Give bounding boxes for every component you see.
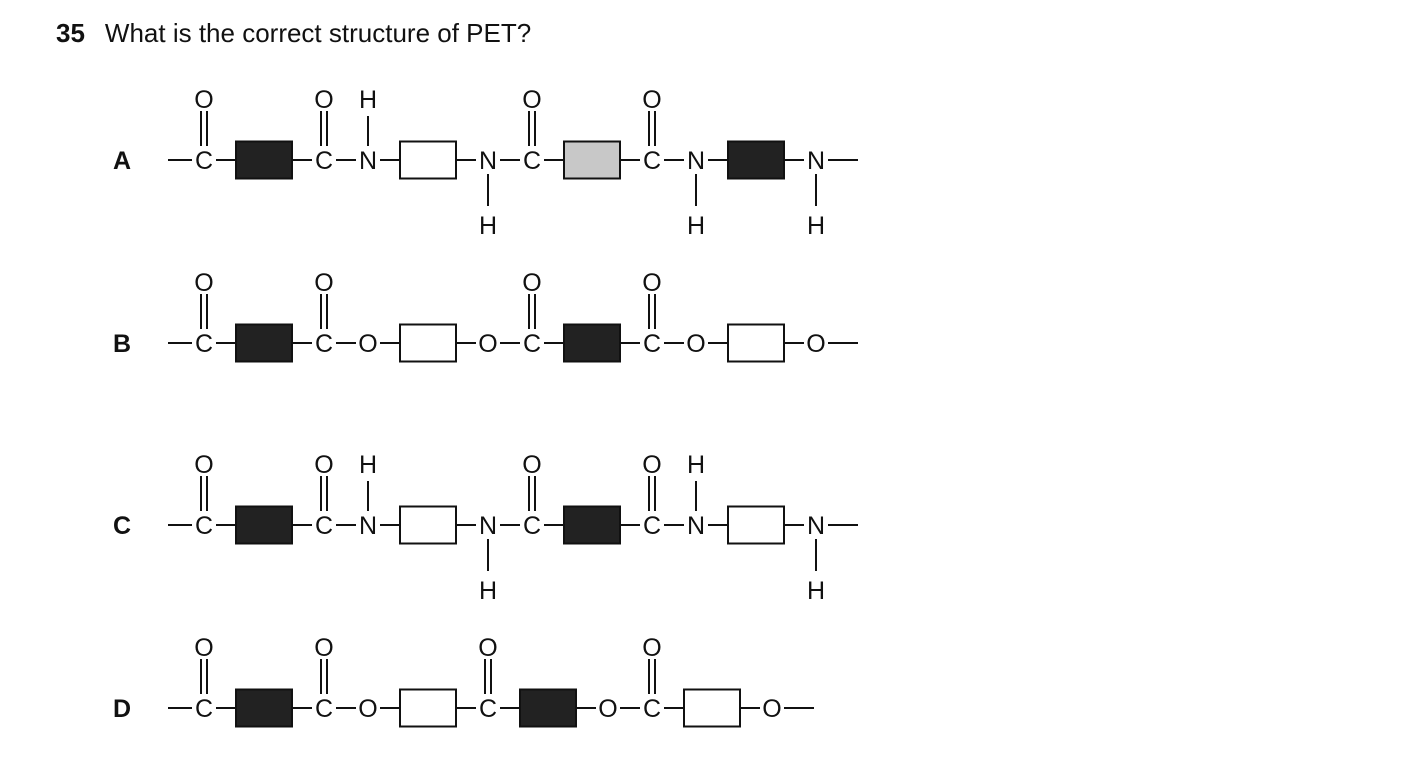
atom-o: O bbox=[686, 330, 705, 358]
atom-c: C bbox=[195, 512, 213, 540]
atom-c: C bbox=[315, 330, 333, 358]
open-block bbox=[399, 140, 457, 180]
atom-o-above: O bbox=[642, 86, 661, 114]
atom-c: C bbox=[523, 330, 541, 358]
filled-block bbox=[235, 688, 293, 728]
atom-c: C bbox=[643, 695, 661, 723]
question-number: 35 bbox=[56, 18, 85, 48]
atom-h-above: H bbox=[687, 451, 705, 479]
atom-o-above: O bbox=[194, 86, 213, 114]
filled-block bbox=[727, 140, 785, 180]
filled-block bbox=[235, 505, 293, 545]
question-text: What is the correct structure of PET? bbox=[104, 18, 532, 48]
option-c: C C O C O N H N H C O C O N H N H bbox=[113, 451, 858, 605]
atom-n: N bbox=[807, 512, 825, 540]
filled-block bbox=[563, 505, 621, 545]
open-block bbox=[399, 323, 457, 363]
atom-n: N bbox=[479, 512, 497, 540]
grey-block bbox=[563, 140, 621, 180]
atom-c: C bbox=[479, 695, 497, 723]
atom-o-above: O bbox=[522, 451, 541, 479]
open-block bbox=[399, 505, 457, 545]
atom-o: O bbox=[358, 330, 377, 358]
atom-o-above: O bbox=[478, 634, 497, 662]
atom-n: N bbox=[359, 147, 377, 175]
filled-block bbox=[519, 688, 577, 728]
filled-block bbox=[235, 323, 293, 363]
atom-o-above: O bbox=[314, 451, 333, 479]
atom-h-above: H bbox=[359, 451, 377, 479]
atom-c: C bbox=[195, 330, 213, 358]
atom-o-above: O bbox=[194, 269, 213, 297]
atom-c: C bbox=[195, 147, 213, 175]
atom-c: C bbox=[315, 147, 333, 175]
atom-n: N bbox=[479, 147, 497, 175]
atom-o-above: O bbox=[194, 634, 213, 662]
atom-o-above: O bbox=[642, 451, 661, 479]
atom-h-above: H bbox=[359, 86, 377, 114]
atom-c: C bbox=[523, 512, 541, 540]
question-heading: 35 What is the correct structure of PET? bbox=[56, 18, 531, 49]
filled-block bbox=[235, 140, 293, 180]
atom-o-above: O bbox=[314, 634, 333, 662]
atom-c: C bbox=[195, 695, 213, 723]
option-label: D bbox=[113, 695, 131, 723]
atom-o-above: O bbox=[642, 634, 661, 662]
option-label: C bbox=[113, 512, 131, 540]
atom-o-above: O bbox=[522, 269, 541, 297]
atom-c: C bbox=[643, 147, 661, 175]
open-block bbox=[683, 688, 741, 728]
option-a: A C O C O N H N H C O C O N H N H bbox=[113, 86, 858, 240]
atom-n: N bbox=[807, 147, 825, 175]
atom-h-below: H bbox=[807, 577, 825, 605]
atom-c: C bbox=[315, 695, 333, 723]
atom-o: O bbox=[598, 695, 617, 723]
atom-o: O bbox=[478, 330, 497, 358]
atom-o: O bbox=[762, 695, 781, 723]
atom-h-below: H bbox=[807, 212, 825, 240]
atom-h-below: H bbox=[687, 212, 705, 240]
option-label: B bbox=[113, 330, 131, 358]
atom-o-above: O bbox=[194, 451, 213, 479]
atom-o-above: O bbox=[314, 86, 333, 114]
atom-c: C bbox=[523, 147, 541, 175]
atom-o: O bbox=[358, 695, 377, 723]
atom-h-below: H bbox=[479, 212, 497, 240]
atom-c: C bbox=[315, 512, 333, 540]
atom-h-below: H bbox=[479, 577, 497, 605]
atom-n: N bbox=[687, 147, 705, 175]
atom-o-above: O bbox=[642, 269, 661, 297]
open-block bbox=[727, 505, 785, 545]
atom-n: N bbox=[359, 512, 377, 540]
atom-o-above: O bbox=[522, 86, 541, 114]
atom-c: C bbox=[643, 330, 661, 358]
open-block bbox=[399, 688, 457, 728]
option-label: A bbox=[113, 147, 131, 175]
atom-n: N bbox=[687, 512, 705, 540]
atom-o-above: O bbox=[314, 269, 333, 297]
filled-block bbox=[563, 323, 621, 363]
atom-o: O bbox=[806, 330, 825, 358]
open-block bbox=[727, 323, 785, 363]
atom-c: C bbox=[643, 512, 661, 540]
